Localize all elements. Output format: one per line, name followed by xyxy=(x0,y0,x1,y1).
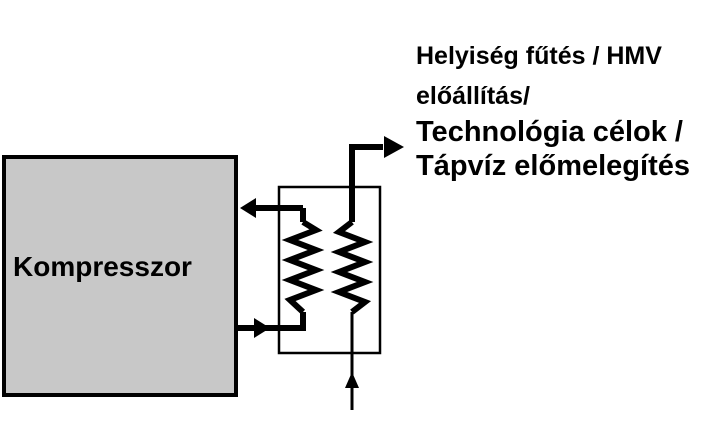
output-label-line-1: Helyiség fűtés / HMV xyxy=(416,42,662,70)
output-label-line-2: előállítás/ xyxy=(416,82,530,110)
refrigerant-in-arrow-icon xyxy=(254,318,270,338)
heat-exchanger-box xyxy=(277,185,382,355)
output-label-line-4: Tápvíz előmelegítés xyxy=(416,150,690,182)
compressor-label: Kompresszor xyxy=(13,251,192,282)
refrigerant-loop-line xyxy=(238,208,306,331)
compressor-block xyxy=(2,155,238,397)
water-inlet-arrow-icon xyxy=(345,372,359,388)
refrigerant-coil xyxy=(281,219,325,315)
output-label-line-3: Technológia célok / xyxy=(416,116,683,148)
water-outlet-arrow-icon xyxy=(384,136,404,158)
water-outlet-line xyxy=(349,144,383,222)
refrigerant-out-arrow-icon xyxy=(240,198,256,218)
water-coil xyxy=(330,219,374,315)
